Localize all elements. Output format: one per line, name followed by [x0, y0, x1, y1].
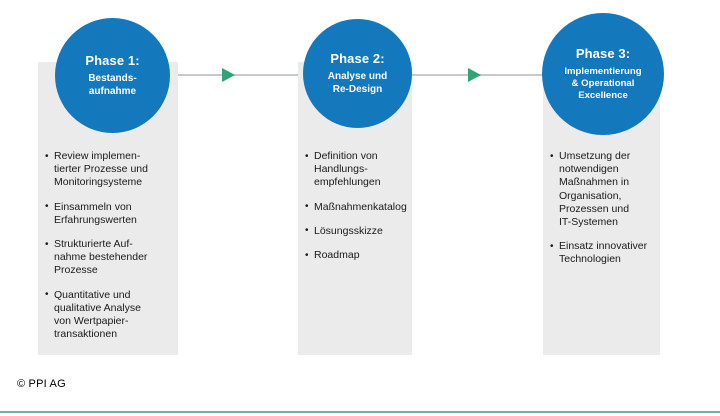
- list-item: Definition von Handlungs- empfehlungen: [305, 150, 404, 190]
- list-item: Quantitative und qualitative Analyse von…: [45, 288, 170, 342]
- phase-3-title: Phase 3:: [575, 46, 631, 61]
- phase-column-3: Umsetzung der notwendigen Maßnahmen in O…: [515, 0, 685, 370]
- list-item: Maßnahmenkatalog: [305, 200, 407, 214]
- phase-2-bullet-list: Definition von Handlungs- empfehlungen M…: [298, 62, 412, 273]
- phase-1-circle: Phase 1: Bestands- aufnahme: [55, 18, 170, 133]
- phase-1-title: Phase 1:: [85, 53, 140, 68]
- phase-1-panel: Review implemen- tierter Prozesse und Mo…: [38, 62, 178, 355]
- phase-2-subtitle: Analyse und Re-Design: [327, 71, 388, 95]
- list-item: Einsammeln von Erfahrungswerten: [45, 200, 170, 227]
- list-item: Umsetzung der notwendigen Maßnahmen in O…: [550, 149, 652, 229]
- footer-divider: [0, 411, 720, 413]
- phase-3-bullet-list: Umsetzung der notwendigen Maßnahmen in O…: [543, 62, 660, 278]
- list-item: Strukturierte Auf- nahme bestehender Pro…: [45, 238, 170, 278]
- phase-3-circle: Phase 3: Implementierung & Operational E…: [542, 13, 664, 135]
- phase-column-2: Definition von Handlungs- empfehlungen M…: [270, 0, 440, 370]
- list-item: Review implemen- tierter Prozesse und Mo…: [45, 150, 170, 190]
- phase-column-1: Review implemen- tierter Prozesse und Mo…: [27, 0, 197, 370]
- list-item: Roadmap: [305, 249, 404, 262]
- phase-1-bullet-list: Review implemen- tierter Prozesse und Mo…: [38, 62, 178, 352]
- phase-2-title: Phase 2:: [330, 51, 385, 66]
- copyright-notice: © PPI AG: [17, 378, 66, 390]
- phase-1-subtitle: Bestands- aufnahme: [88, 73, 137, 97]
- phase-3-subtitle: Implementierung & Operational Excellence: [564, 66, 642, 101]
- connector-line-phase2-phase3: [410, 74, 555, 76]
- list-item: Einsatz innovativer Technologien: [550, 240, 652, 266]
- connector-line-phase1-phase2: [168, 74, 310, 76]
- phase-2-circle: Phase 2: Analyse und Re-Design: [303, 19, 412, 128]
- arrow-right-icon-phase1-phase2: [222, 68, 235, 82]
- list-item: Lösungsskizze: [305, 224, 404, 238]
- arrow-right-icon-phase2-phase3: [468, 68, 481, 82]
